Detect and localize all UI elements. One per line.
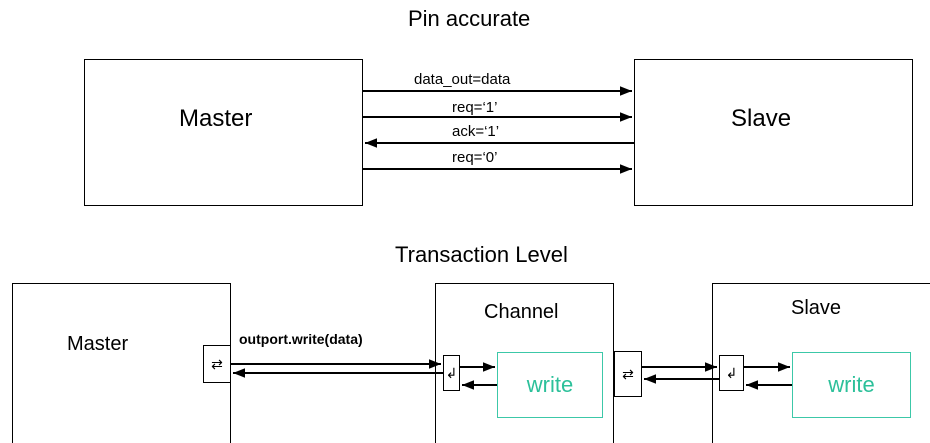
pin-master-label: Master [179, 105, 253, 132]
pin-slave-label: Slave [731, 105, 792, 132]
channel-export-icon: ↲ [443, 355, 460, 391]
slave-export-glyph: ↲ [725, 364, 738, 381]
pin-level-title: Pin accurate [408, 6, 531, 31]
tl-master-block: Master [12, 283, 231, 443]
slave-export-icon: ↲ [719, 355, 744, 391]
tl-channel-label: Channel [484, 301, 559, 323]
signal-label-ack-high: ack=‘1’ [452, 123, 500, 140]
channel-port-icon: ⇄ [614, 351, 642, 397]
transaction-level-title: Transaction Level [395, 242, 568, 267]
channel-port-glyph: ⇄ [622, 365, 634, 382]
signal-label-req-high: req=‘1’ [452, 99, 498, 116]
tl-master-label: Master [67, 333, 129, 355]
master-port-glyph: ⇄ [211, 355, 223, 372]
signal-label-req-low: req=‘0’ [452, 149, 498, 166]
channel-export-glyph: ↲ [445, 364, 458, 381]
master-port-icon: ⇄ [203, 345, 231, 383]
slave-write-method: write [792, 352, 911, 418]
pin-master-block: Master [84, 59, 363, 206]
call-label: outport.write(data) [239, 331, 363, 347]
tl-slave-label: Slave [791, 297, 842, 319]
channel-write-method: write [497, 352, 603, 418]
signal-label-data-out: data_out=data [414, 71, 511, 88]
pin-slave-block: Slave [634, 59, 913, 206]
